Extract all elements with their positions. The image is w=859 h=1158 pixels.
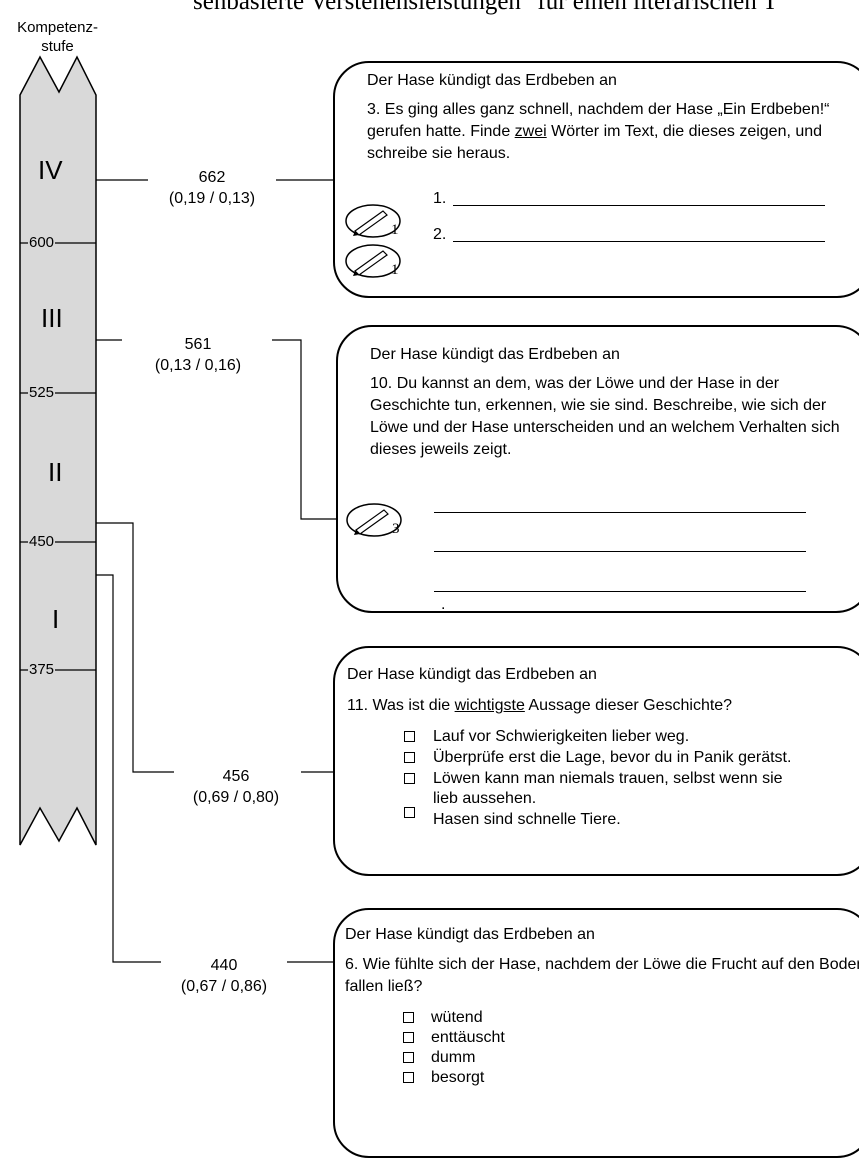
- tick-525-label: 525: [28, 384, 56, 401]
- checkbox[interactable]: [404, 752, 415, 763]
- svg-text:1: 1: [391, 262, 399, 278]
- checkbox[interactable]: [403, 1012, 414, 1023]
- option-label: wütend: [431, 1009, 483, 1026]
- option-label: dumm: [431, 1049, 476, 1066]
- answer-line-1[interactable]: [434, 512, 806, 513]
- pencil-icon: 1: [345, 244, 401, 278]
- checkbox[interactable]: [403, 1052, 414, 1063]
- option-label: Löwen kann man niemals trauen, selbst we…: [433, 770, 783, 787]
- score-value: 440: [210, 957, 238, 974]
- score-label-440: 440 (0,67 / 0,86): [160, 955, 288, 997]
- score-stats: (0,69 / 0,80): [192, 789, 280, 806]
- connector-561-right: [272, 339, 340, 520]
- score-label-561: 561 (0,13 / 0,16): [125, 334, 271, 376]
- item-card-11: Der Hase kündigt das Erdbeben an 11. Was…: [333, 646, 859, 876]
- item-title: Der Hase kündigt das Erdbeben an: [345, 926, 595, 943]
- answer-line-2[interactable]: [434, 551, 806, 552]
- answer-line-2[interactable]: [453, 241, 825, 242]
- item-question: 3. Es ging alles ganz schnell, nachdem d…: [367, 101, 830, 162]
- tick-450-label: 450: [28, 533, 56, 550]
- score-label-456: 456 (0,69 / 0,80): [170, 766, 302, 808]
- score-label-662: 662 (0,19 / 0,13): [150, 167, 274, 209]
- scale-heading: Kompetenz- stufe: [17, 19, 98, 55]
- tick-375-label: 375: [28, 661, 56, 678]
- svg-text:1: 1: [391, 222, 399, 238]
- answer-dot: .: [441, 596, 446, 613]
- option-label-continued: lieb aussehen.: [433, 790, 537, 807]
- level-iv-label: IV: [38, 155, 63, 185]
- score-stats: (0,67 / 0,86): [180, 978, 268, 995]
- page-header-fragment: senbasierte Verstehensleistungen" für ei…: [193, 0, 778, 15]
- answer-number-1: 1.: [433, 190, 447, 207]
- option-label: Hasen sind schnelle Tiere.: [433, 811, 621, 828]
- item-question: 10. Du kannst an dem, was der Löwe und d…: [370, 375, 840, 458]
- pencil-icon: 1: [345, 204, 401, 238]
- score-value: 456: [222, 768, 250, 785]
- answer-number-2: 2.: [433, 226, 447, 243]
- item-question: 6. Wie fühlte sich der Hase, nachdem der…: [345, 956, 859, 995]
- connector-456-left: [96, 522, 174, 773]
- score-stats: (0,19 / 0,13): [168, 190, 256, 207]
- item-title: Der Hase kündigt das Erdbeben an: [367, 72, 617, 89]
- option-label: Lauf vor Schwierigkeiten lieber weg.: [433, 728, 690, 745]
- option-label: enttäuscht: [431, 1029, 505, 1046]
- checkbox[interactable]: [403, 1032, 414, 1043]
- answer-line-3[interactable]: [434, 591, 806, 592]
- tick-600-label: 600: [28, 234, 56, 251]
- checkbox[interactable]: [404, 807, 415, 818]
- item-card-3: Der Hase kündigt das Erdbeben an 3. Es g…: [333, 61, 859, 298]
- checkbox[interactable]: [403, 1072, 414, 1083]
- competence-scale-bar: [19, 55, 97, 846]
- level-ii-label: II: [48, 457, 63, 487]
- option-label: Überprüfe erst die Lage, bevor du in Pan…: [433, 749, 792, 766]
- pencil-icon: 3: [346, 503, 402, 537]
- score-value: 561: [184, 336, 212, 353]
- answer-line-1[interactable]: [453, 205, 825, 206]
- checkbox[interactable]: [404, 773, 415, 784]
- item-title: Der Hase kündigt das Erdbeben an: [370, 346, 620, 363]
- score-stats: (0,13 / 0,16): [154, 357, 242, 374]
- checkbox[interactable]: [404, 731, 415, 742]
- connector-440-left: [96, 574, 161, 963]
- svg-text:3: 3: [392, 521, 400, 537]
- score-value: 662: [198, 169, 226, 186]
- option-label: besorgt: [431, 1069, 485, 1086]
- item-question: 11. Was ist die wichtigste Aussage diese…: [347, 697, 733, 714]
- level-i-label: I: [52, 604, 60, 634]
- item-card-10: Der Hase kündigt das Erdbeben an 10. Du …: [336, 325, 859, 613]
- item-title: Der Hase kündigt das Erdbeben an: [347, 666, 597, 683]
- level-iii-label: III: [41, 303, 63, 333]
- item-card-6: Der Hase kündigt das Erdbeben an 6. Wie …: [333, 908, 859, 1158]
